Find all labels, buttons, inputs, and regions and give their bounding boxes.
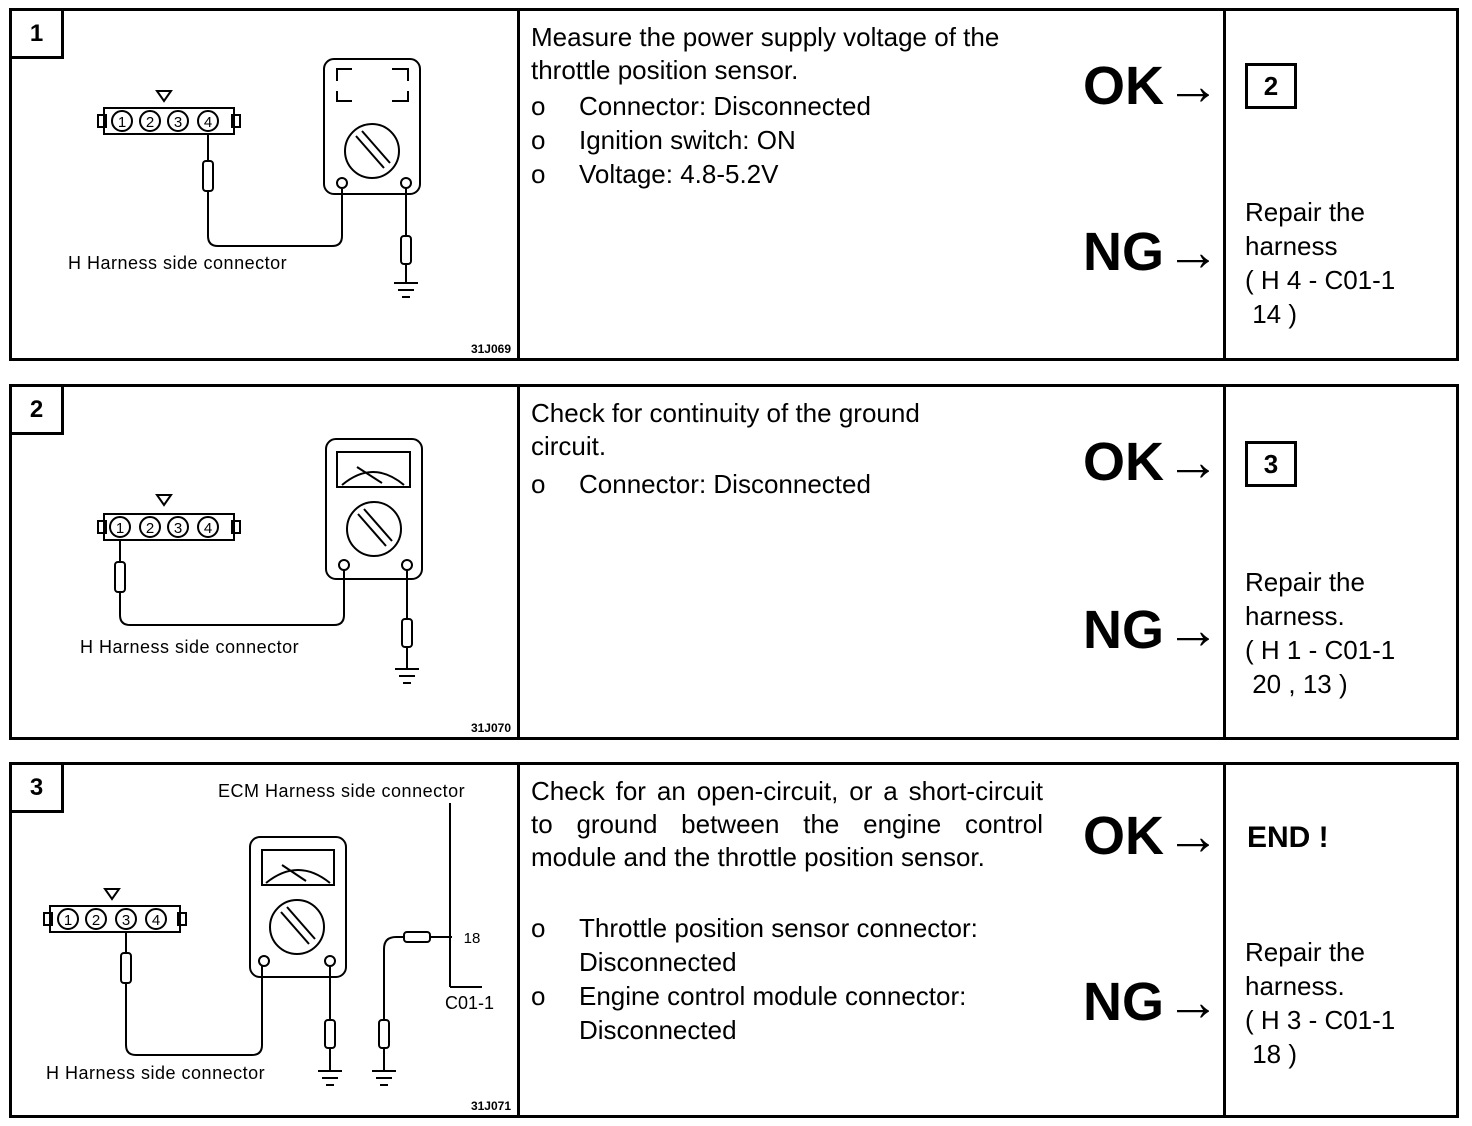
repair-text: Repair the harness. ( H 3 - C01-1 18 ): [1245, 937, 1396, 1069]
instruction-panel: Check for an open-circuit, or a short-ci…: [517, 765, 1226, 1115]
arrow-right-icon: →: [1166, 432, 1220, 492]
ok-result: OK→: [1083, 432, 1220, 492]
step-title: Check for an open-circuit, or a short-ci…: [531, 776, 1043, 872]
harness-label: H Harness side connector: [46, 1063, 266, 1083]
repair-text: Repair the harness. ( H 1 - C01-1 20 , 1…: [1245, 567, 1396, 699]
figure-code: 31J069: [470, 342, 511, 356]
multimeter-icon: [249, 836, 347, 1086]
connector-icon: [97, 494, 241, 541]
step-number: 3: [12, 765, 64, 813]
harness-label: H Harness side connector: [80, 637, 300, 657]
step-number: 1: [12, 11, 64, 59]
step-title: Check for continuity of the ground circu…: [531, 398, 920, 461]
pin-label: 3: [122, 912, 130, 929]
harness-label: H Harness side connector: [68, 253, 288, 273]
step-title: Measure the power supply voltage of the …: [531, 22, 1000, 85]
step-1: 1 1 2 3 4: [9, 8, 1459, 361]
ecm-connector-label: C01-1: [445, 993, 494, 1013]
figure-code: 31J070: [470, 721, 511, 735]
pin-label: 4: [204, 520, 212, 537]
figure-panel: 3 ECM Harness side connector 1 2 3 4: [12, 765, 520, 1115]
ng-result: NG→: [1083, 972, 1220, 1032]
end-label: END !: [1247, 821, 1329, 854]
probe-lead: [114, 540, 345, 626]
pin-label: 1: [118, 114, 126, 131]
ng-result: NG→: [1083, 600, 1220, 660]
ok-result: OK→: [1083, 806, 1220, 866]
instruction-panel: Check for continuity of the ground circu…: [517, 387, 1226, 737]
step-3: 3 ECM Harness side connector 1 2 3 4: [9, 762, 1459, 1118]
pin-label: 3: [174, 114, 182, 131]
pin-label: 1: [64, 912, 72, 929]
multimeter-icon: [323, 58, 421, 298]
ecm-probe-lead: [372, 803, 482, 1086]
figure-code: 31J071: [470, 1099, 511, 1113]
result-panel: 3 Repair the harness. ( H 1 - C01-1 20 ,…: [1223, 387, 1456, 737]
probe-lead: [202, 134, 343, 247]
voltmeter-diagram: 1 2 3 4: [97, 58, 421, 298]
pin-label: 4: [152, 912, 160, 929]
arrow-right-icon: →: [1166, 806, 1220, 866]
arrow-right-icon: →: [1166, 222, 1220, 282]
figure-panel: 2 1 2 3 4: [12, 387, 520, 737]
figure-panel: 1 1 2 3 4: [12, 11, 520, 358]
arrow-right-icon: →: [1166, 972, 1220, 1032]
instruction-panel: Measure the power supply voltage of the …: [517, 11, 1226, 358]
connector-icon: [43, 888, 187, 933]
result-panel: 2 Repair the harness ( H 4 - C01-1 14 ): [1223, 11, 1456, 358]
pin-label: 4: [204, 114, 212, 131]
pin-label: 1: [116, 520, 124, 537]
pin-label: 2: [146, 520, 154, 537]
result-panel: END ! Repair the harness. ( H 3 - C01-1 …: [1223, 765, 1456, 1115]
multimeter-icon: [325, 438, 423, 684]
ecm-harness-label: ECM Harness side connector: [218, 781, 466, 801]
next-step-box: 2: [1245, 63, 1297, 109]
arrow-right-icon: →: [1166, 600, 1220, 660]
ok-result: OK→: [1083, 56, 1220, 116]
ohmmeter-diagram: 1 2 3 4: [43, 803, 494, 1086]
connector-icon: [97, 90, 241, 135]
repair-text: Repair the harness ( H 4 - C01-1 14 ): [1245, 197, 1396, 329]
ng-result: NG→: [1083, 222, 1220, 282]
pin-label: 3: [174, 520, 182, 537]
pin-label: 2: [146, 114, 154, 131]
step-number: 2: [12, 387, 64, 435]
pin-label: 2: [92, 912, 100, 929]
arrow-right-icon: →: [1166, 56, 1220, 116]
step-2: 2 1 2 3 4: [9, 384, 1459, 740]
ohmmeter-diagram: 1 2 3 4: [97, 438, 423, 684]
probe-lead: [120, 932, 263, 1056]
next-step-box: 3: [1245, 441, 1297, 487]
ecm-pin-label: 18: [464, 930, 481, 947]
